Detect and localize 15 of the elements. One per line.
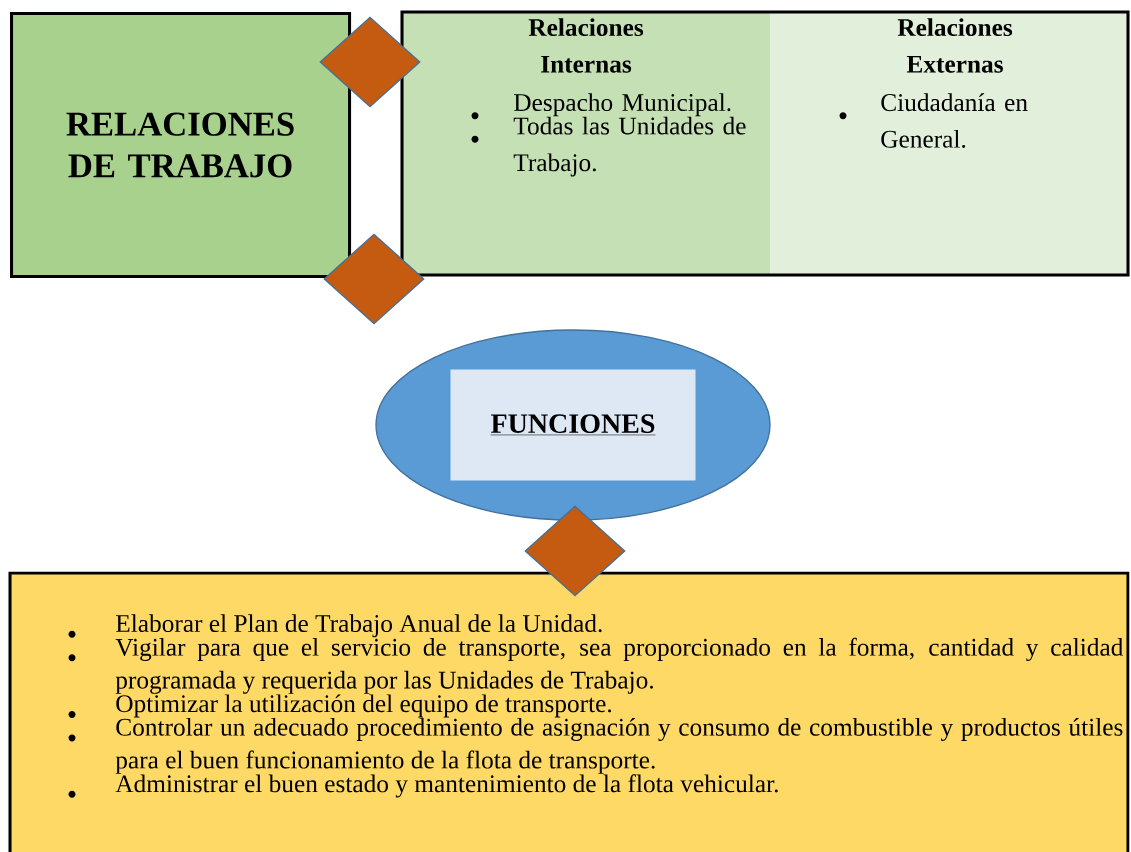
diamond <box>319 16 421 108</box>
list-item: Vigilar para que el servicio de transporte, sea proporcionado en la forma, cantidad y calidad programada y requerida por las Unidades de Trabajo. <box>68 637 1124 694</box>
diamond <box>323 233 425 325</box>
diamond <box>524 505 626 597</box>
list-item: Controlar un adecuado procedimiento de asignación y consumo de combustible y productos útiles para el buen funcionamiento de la flota de transporte. <box>68 717 1123 774</box>
list-item: Administrar el buen estado y mantenimiento de la flota vehicular. <box>68 774 778 798</box>
heading: Relaciones Externas <box>897 18 1013 73</box>
list-item: Ciudadanía en General. <box>839 93 1028 148</box>
title-box <box>10 12 352 279</box>
title: RELACIONES DE TRABAJO <box>66 112 294 178</box>
list-item: Optimizar la utilización del equipo de transporte. <box>68 694 612 718</box>
list-item: Elaborar el Plan de Trabajo Anual de la Unidad. <box>68 614 602 638</box>
heading-box: FUNCIONES <box>450 369 696 481</box>
heading: Relaciones Internas <box>528 18 644 73</box>
list-item: Todas las Unidades de Trabajo. <box>471 116 746 177</box>
